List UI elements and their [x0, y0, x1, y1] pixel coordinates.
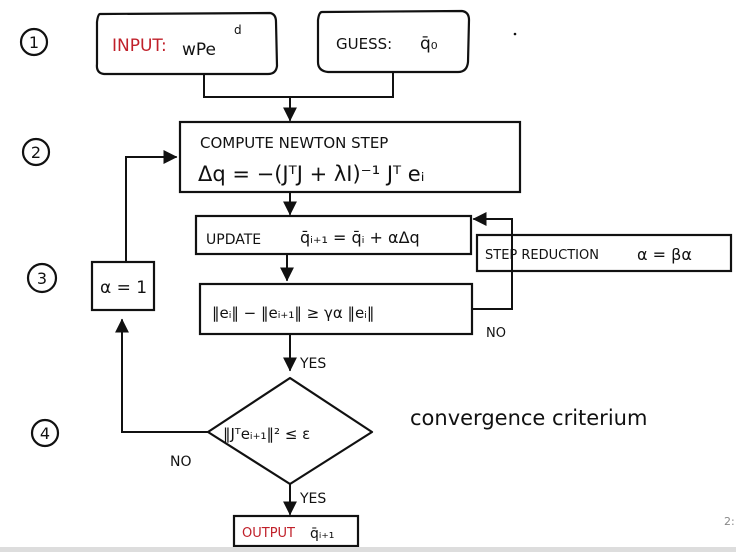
condition-box: ‖eᵢ‖ − ‖eᵢ₊₁‖ ≥ γα ‖eᵢ‖ — [198, 282, 474, 336]
step-number-4: 4 — [30, 418, 60, 448]
step-number-3: 3 — [26, 262, 58, 294]
connector-alpha-to-newton — [125, 150, 178, 263]
decision-formula: ‖Jᵀeᵢ₊₁‖² ≤ ε — [223, 425, 310, 443]
guess-box: GUESS: q̄₀ — [316, 9, 471, 74]
label-yes-decision: YES — [299, 491, 326, 507]
label-yes-condition: YES — [299, 356, 326, 372]
newton-title: COMPUTE NEWTON STEP — [200, 134, 388, 152]
update-box: UPDATE q̄ᵢ₊₁ = q̄ᵢ + αΔq — [194, 214, 473, 256]
step-reduction-label: STEP REDUCTION — [485, 248, 599, 263]
arrow-reduction-to-update — [472, 212, 513, 272]
step-number-2: 2 — [21, 137, 51, 167]
convergence-annotation: convergence criterium — [410, 406, 647, 430]
input-label: INPUT: — [112, 36, 167, 56]
condition-formula: ‖eᵢ‖ − ‖eᵢ₊₁‖ ≥ γα ‖eᵢ‖ — [212, 304, 374, 322]
update-label: UPDATE — [206, 232, 261, 248]
input-box: INPUT: wPe d — [95, 11, 279, 76]
output-value: q̄ᵢ₊₁ — [310, 526, 334, 542]
svg-text:4: 4 — [40, 424, 50, 443]
input-value: wPe — [182, 40, 216, 60]
label-no-decision: NO — [170, 454, 192, 470]
output-box: OUTPUT q̄ᵢ₊₁ — [232, 514, 360, 548]
step-reduction-box: STEP REDUCTION α = βα — [475, 233, 733, 273]
step-number-1: 1 — [19, 27, 49, 57]
decision-diamond: ‖Jᵀeᵢ₊₁‖² ≤ ε — [206, 376, 374, 486]
svg-text:2: 2 — [31, 143, 41, 162]
svg-text:1: 1 — [29, 33, 39, 52]
alpha-reset-formula: α = 1 — [100, 278, 147, 298]
newton-step-box: COMPUTE NEWTON STEP Δq = −(JᵀJ + λI)⁻¹ J… — [178, 120, 522, 194]
newton-formula: Δq = −(JᵀJ + λI)⁻¹ Jᵀ eᵢ — [198, 162, 424, 186]
output-label: OUTPUT — [242, 526, 295, 541]
bottom-bar — [0, 547, 736, 552]
update-formula: q̄ᵢ₊₁ = q̄ᵢ + αΔq — [300, 228, 420, 247]
step-reduction-formula: α = βα — [637, 245, 692, 264]
connector-decision-no — [115, 318, 209, 433]
page-number: 2: — [724, 515, 735, 528]
stray-dot — [513, 32, 517, 36]
guess-value: q̄₀ — [420, 34, 438, 54]
label-no-condition: NO — [486, 326, 506, 341]
svg-text:3: 3 — [37, 269, 47, 288]
connector-condition-no — [471, 270, 513, 310]
guess-label: GUESS: — [336, 35, 392, 53]
merge-connector — [203, 71, 394, 98]
input-superscript: d — [234, 23, 242, 37]
alpha-reset-box: α = 1 — [90, 260, 156, 312]
